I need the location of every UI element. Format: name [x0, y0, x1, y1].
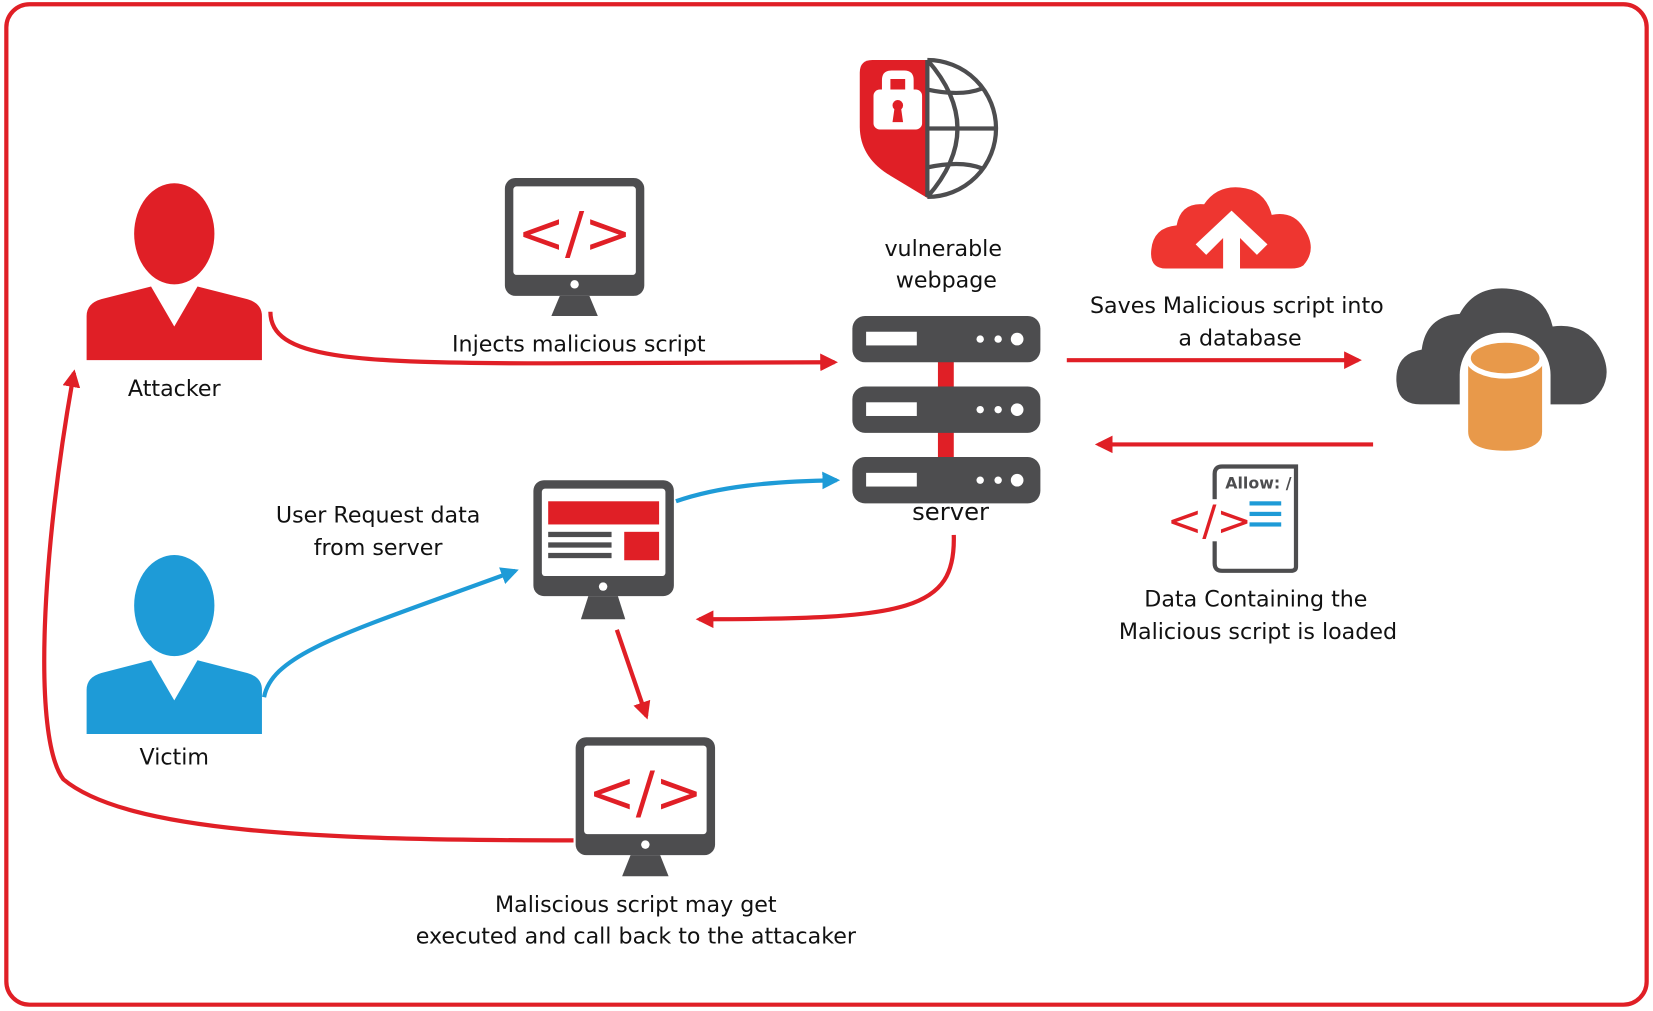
victim-label: Victim	[140, 745, 209, 771]
victim-node: Victim	[86, 554, 262, 771]
save-label-line2: a database	[1178, 325, 1301, 351]
execute-label-line2: executed and call back to the attacaker	[416, 924, 857, 950]
save-label-line1: Saves Malicious script into	[1090, 293, 1384, 319]
server-unit	[852, 457, 1041, 504]
inject-code-glyph: </>	[517, 201, 632, 267]
outer-frame	[4, 2, 1649, 1007]
inject-label: Injects malicious script	[452, 332, 706, 358]
webpage-label-line1: vulnerable	[884, 236, 1002, 262]
server-rack-icon	[852, 315, 1041, 504]
inject-arrow	[268, 311, 838, 372]
shield-globe-icon	[859, 57, 999, 200]
server-unit	[852, 386, 1041, 433]
server-label: server	[912, 497, 989, 526]
doc-code-glyph: </>	[1167, 496, 1252, 545]
request-label-line1: User Request data	[276, 502, 481, 528]
cloud-upload-icon	[1151, 187, 1311, 272]
execute-label-line1: Maliscious script may get	[495, 892, 777, 918]
request-arrow-monitor-to-server	[675, 471, 841, 504]
attacker-user-icon	[86, 183, 262, 361]
code-document-icon: Allow: / </>	[1167, 464, 1299, 573]
request-label-line2: from server	[314, 535, 444, 561]
exec-code-monitor-icon: </>	[575, 737, 716, 877]
webpage-monitor-icon	[533, 480, 674, 620]
attacker-label: Attacker	[128, 376, 222, 402]
server-unit	[852, 315, 1041, 363]
callback-arrow	[42, 369, 574, 843]
inject-code-monitor-icon: </>	[504, 177, 645, 316]
response-arrow-server-to-monitor	[695, 534, 956, 629]
load-label-line2: Malicious script is loaded	[1119, 619, 1397, 645]
render-arrow	[614, 629, 651, 720]
webpage-label-line2: webpage	[896, 268, 997, 294]
cloud-database-icon	[1396, 288, 1607, 458]
attacker-node: Attacker	[86, 183, 262, 402]
load-label-line1: Data Containing the	[1144, 587, 1367, 613]
exec-code-glyph: </>	[588, 760, 703, 826]
request-arrow-victim-to-monitor	[261, 567, 519, 698]
doc-header-text: Allow: /	[1225, 474, 1291, 493]
victim-user-icon	[86, 554, 262, 735]
